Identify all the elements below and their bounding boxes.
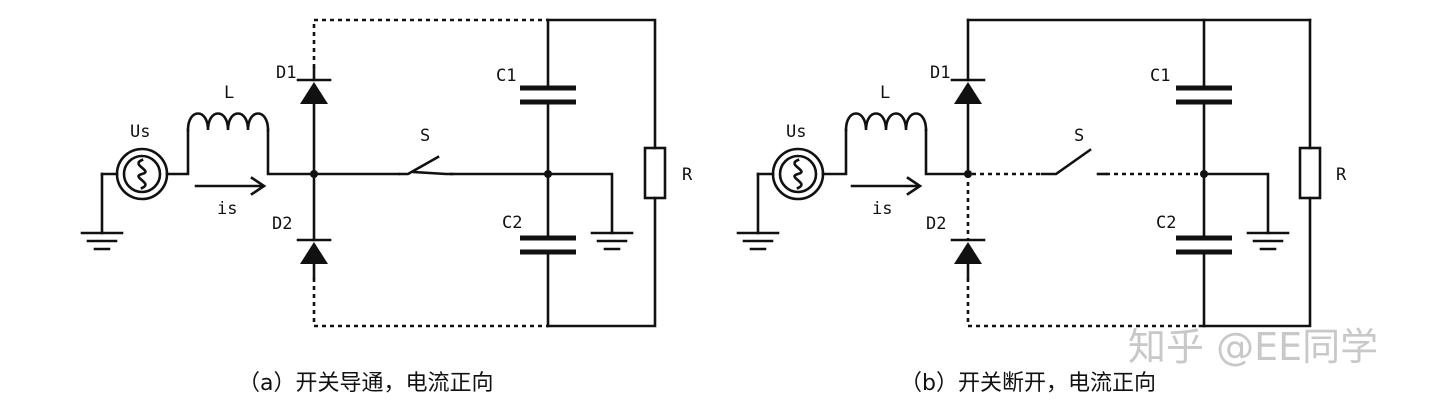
watermark: 知乎 @EE同学	[1128, 325, 1378, 369]
panel-a: Us L is D1 D2 S C1 C2 R （a）开关导通，电流正向	[80, 18, 693, 396]
label-us-a: Us	[130, 122, 150, 142]
resistor-r-b	[1198, 18, 1322, 328]
switch-s-b	[1040, 148, 1108, 176]
label-r-a: R	[682, 165, 693, 185]
inductor-a	[186, 112, 270, 132]
label-d1-a: D1	[276, 63, 296, 83]
label-d2-b: D2	[926, 214, 946, 234]
label-is-a: is	[217, 199, 237, 219]
label-r-b: R	[1336, 165, 1347, 185]
label-c2-b: C2	[1156, 213, 1176, 233]
panel-b: Us L is D1 D2 S C1 C2 R （b）开关断开，电流正向	[736, 18, 1347, 396]
source-ground-a	[80, 172, 124, 251]
resistor-r-a	[546, 18, 667, 328]
ground-right-b	[1202, 172, 1290, 251]
label-s-b: S	[1074, 126, 1084, 146]
label-d1-b: D1	[930, 63, 950, 83]
current-arrow-a	[194, 176, 267, 196]
caption-b: （b）开关断开，电流正向	[900, 371, 1156, 396]
label-d2-a: D2	[272, 214, 292, 234]
label-c2-a: C2	[502, 213, 522, 233]
label-l-b: L	[880, 83, 890, 103]
diode-d1-b	[950, 18, 986, 176]
label-s-a: S	[420, 126, 430, 146]
diode-d2-a	[296, 172, 332, 326]
label-l-a: L	[224, 83, 234, 103]
ac-source-a	[115, 147, 169, 201]
capacitor-c1-a	[520, 18, 576, 176]
ground-right-a	[546, 172, 634, 251]
caption-a: （a）开关导通，电流正向	[238, 371, 493, 396]
switch-s-a	[398, 155, 454, 186]
label-c1-b: C1	[1150, 66, 1170, 86]
diode-d2-b	[950, 174, 986, 326]
label-is-b: is	[872, 199, 892, 219]
label-c1-a: C1	[496, 66, 516, 86]
source-ground-b	[736, 172, 780, 251]
current-arrow-b	[850, 176, 923, 196]
capacitor-c1-b	[1176, 18, 1232, 176]
ac-source-b	[771, 147, 825, 201]
diode-d1-a	[296, 20, 332, 176]
label-us-b: Us	[786, 122, 806, 142]
capacitor-c2-b	[1176, 172, 1232, 328]
capacitor-c2-a	[520, 172, 576, 328]
inductor-b	[844, 112, 928, 132]
